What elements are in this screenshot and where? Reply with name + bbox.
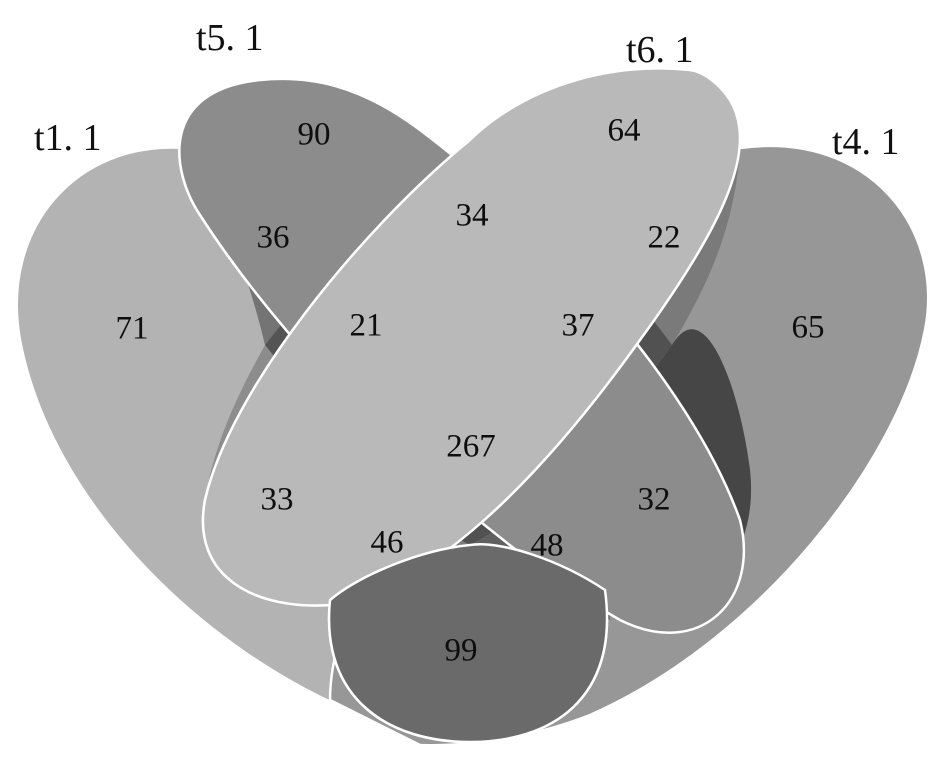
count-t5-t6-t4: 37 (562, 308, 595, 344)
count-t6-t4: 22 (648, 220, 681, 256)
count-t1-t5-t4: 48 (531, 528, 564, 564)
count-t4-only: 65 (792, 310, 825, 346)
count-t5-t4: 32 (638, 482, 671, 518)
set-labels: t1. 1 t5. 1 t6. 1 t4. 1 (34, 17, 900, 163)
count-t5-t6: 34 (456, 198, 489, 234)
count-t6-only: 64 (608, 113, 641, 149)
count-t1-only: 71 (116, 311, 149, 347)
count-t1-t5: 36 (257, 220, 290, 256)
set-label-t6: t6. 1 (626, 29, 694, 71)
count-t1-t5-t6: 21 (350, 308, 383, 344)
count-t1-t6: 33 (261, 482, 294, 518)
set-label-t4: t4. 1 (832, 121, 900, 163)
count-t1-t6-t4: 46 (371, 525, 404, 561)
count-t1-t4: 99 (445, 633, 478, 669)
set-label-t1: t1. 1 (34, 117, 102, 159)
count-t5-only: 90 (298, 117, 331, 153)
region-counts: 71 90 64 65 36 34 22 21 37 267 33 32 46 … (116, 113, 825, 669)
count-all-four: 267 (446, 429, 496, 465)
set-label-t5: t5. 1 (196, 17, 264, 59)
